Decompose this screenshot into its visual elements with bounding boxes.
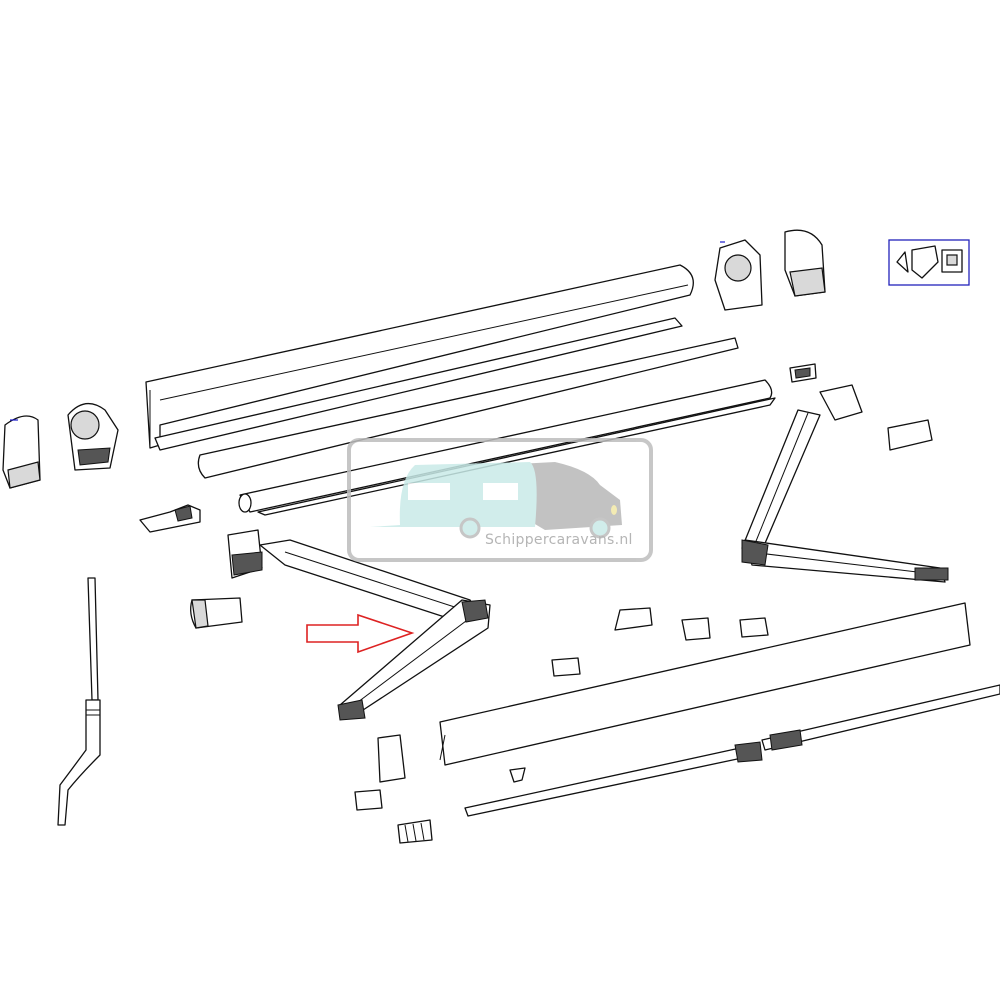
- left-folding-arm[interactable]: [227, 529, 491, 721]
- front-lead-bar[interactable]: [439, 602, 971, 766]
- profile-strip-2[interactable]: [197, 337, 739, 479]
- crank-handle[interactable]: [57, 577, 101, 826]
- left-end-cap[interactable]: [2, 415, 41, 489]
- small-clip-1[interactable]: [614, 607, 653, 631]
- cassette-cover[interactable]: [145, 264, 694, 449]
- telescopic-support-rod[interactable]: [464, 684, 1000, 817]
- small-clip-4[interactable]: [551, 657, 581, 677]
- lead-bar-end-cap[interactable]: [377, 734, 406, 783]
- roller-tube[interactable]: [238, 379, 776, 516]
- lead-bar-slide[interactable]: [397, 819, 433, 844]
- lead-bar-clip[interactable]: [354, 789, 383, 811]
- caravan-silhouette: [370, 462, 537, 527]
- right-arm-top-clip[interactable]: [789, 363, 817, 383]
- left-gear-housing[interactable]: [67, 403, 119, 471]
- right-gear-housing[interactable]: [714, 239, 763, 311]
- right-folding-arm[interactable]: [741, 384, 949, 583]
- watermark-text: Schippercaravans.nl: [485, 532, 633, 548]
- small-knob[interactable]: [509, 767, 526, 783]
- right-end-cap[interactable]: [784, 229, 826, 297]
- left-bracket-clip[interactable]: [139, 504, 201, 533]
- arm-end-cover[interactable]: [190, 597, 243, 629]
- profile-strip-1[interactable]: [154, 317, 683, 451]
- right-wall-bracket[interactable]: [887, 419, 933, 451]
- highlighted-mounting-plate-box[interactable]: [888, 239, 970, 286]
- watermark-logo: [347, 438, 653, 562]
- small-clip-2[interactable]: [681, 617, 711, 641]
- small-clip-3[interactable]: [739, 617, 769, 638]
- callout-arrow: [306, 613, 415, 654]
